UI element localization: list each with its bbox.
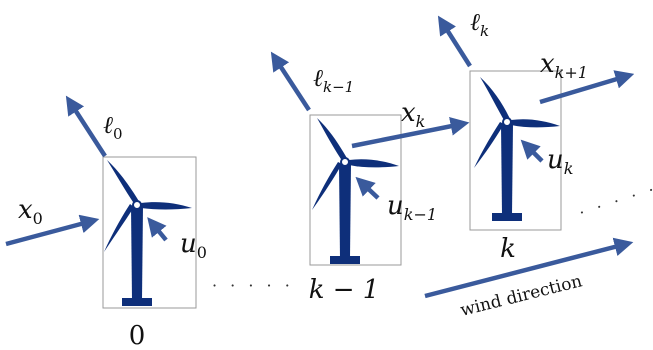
- turbine-0-index-label: 0: [129, 321, 146, 350]
- turbine-k-output-arrow: [539, 70, 635, 105]
- turbine-k-minus-1-input-label: xk: [401, 98, 425, 131]
- turbine-k-minus-1-box: [309, 114, 402, 266]
- turbine-k-power-label: ℓk: [470, 8, 489, 40]
- turbine-k-minus-1-power-label: ℓk−1: [313, 64, 354, 96]
- turbine-0-input-label: x0: [18, 195, 43, 228]
- turbine-k-minus-1-input-arrow: [351, 116, 470, 149]
- turbine-k: ℓk xk+1 uk k: [437, 8, 635, 264]
- turbine-k-power-arrow: [437, 15, 472, 68]
- turbine-k-minus-1-index-label: k − 1: [309, 275, 380, 305]
- turbine-0: ℓ0 x0 u0 0: [5, 95, 207, 350]
- turbine-k-minus-1-icon: [312, 118, 399, 264]
- turbine-k-minus-1: ℓk−1 xk uk−1 k − 1: [270, 51, 470, 305]
- turbine-k-output-label: xk+1: [540, 49, 588, 82]
- turbine-0-power-label: ℓ0: [103, 111, 123, 143]
- turbine-k-minus-1-control-arrow: [355, 176, 380, 200]
- wind-direction-label: wind direction: [458, 271, 584, 321]
- turbine-0-box: [102, 156, 197, 309]
- turbine-k-minus-1-power-arrow: [270, 51, 311, 112]
- ellipsis-right: · · · · ·: [577, 179, 653, 222]
- turbine-0-control-label: u0: [180, 229, 207, 262]
- turbine-0-icon: [104, 160, 192, 306]
- turbine-0-input-arrow: [5, 214, 100, 247]
- turbine-k-minus-1-control-label: uk−1: [387, 191, 437, 224]
- turbine-k-icon: [474, 77, 560, 221]
- ellipsis-left: · · · · ·: [212, 276, 294, 295]
- turbine-k-control-label: uk: [547, 145, 573, 178]
- wind-direction-arrow: [424, 237, 634, 299]
- turbine-k-box: [469, 70, 562, 231]
- turbine-k-control-arrow: [520, 139, 544, 163]
- turbine-0-power-arrow: [65, 95, 107, 158]
- turbine-k-index-label: k: [500, 234, 516, 264]
- turbine-0-control-arrow: [147, 217, 168, 242]
- wind-direction: wind direction: [424, 237, 634, 321]
